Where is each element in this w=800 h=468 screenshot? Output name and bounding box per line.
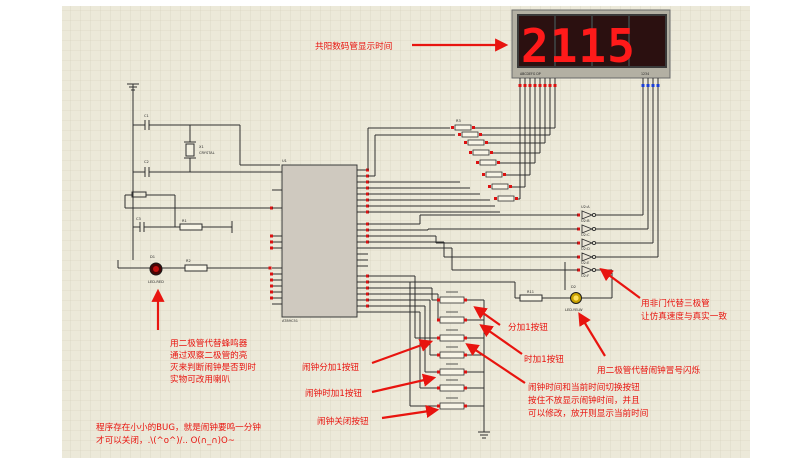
annotation-alarm-minute: 闹钟分加1按钮 — [302, 361, 359, 373]
u1-part: AT89C51 — [282, 319, 298, 323]
u2f-label: U2:F — [581, 274, 589, 278]
annotation-minute-add: 分加1按钮 — [508, 321, 548, 333]
d1-label: D1 — [150, 255, 155, 259]
display-digits: 2115 — [521, 19, 636, 73]
annotation-arrows — [151, 38, 641, 420]
u2d-label: U2:D — [581, 247, 590, 251]
x1-label: X1 — [199, 145, 204, 149]
annotations: 共阳数码管显示时间 用二极管代替蜂鸣器 通过观察二极管的亮 灭来判断闹钟是否到时… — [96, 40, 727, 446]
u2c-label: U2:C — [581, 233, 590, 237]
r3-label: R3 — [456, 119, 461, 123]
buzzer-led-circuit: D1 LED-RED R2 — [117, 255, 272, 284]
d2-label: D2 — [571, 285, 576, 289]
x1-value: CRYSTAL — [199, 151, 215, 155]
u2a-label: U2:A — [581, 205, 590, 209]
u2b-label: U2:B — [581, 219, 590, 223]
u1-label: U1 — [282, 159, 287, 163]
colon-led-circuit: R11 D2 LED-YELW — [368, 281, 598, 312]
r2-label: R2 — [186, 259, 191, 263]
annotation-buzzer-line4: 实物可改用喇叭 — [170, 373, 231, 385]
annotation-colon-led: 用二极管代替闹钟冒号闪烁 — [597, 364, 701, 376]
segment-wiring: R3 — [367, 88, 556, 213]
d1-type: LED-RED — [148, 280, 164, 284]
d2-type: LED-YELW — [565, 308, 583, 312]
annotation-buzzer-line3: 灭来判断闹钟是否到时 — [170, 361, 256, 373]
r11-label: R11 — [527, 290, 534, 294]
annotation-buzzer-line1: 用二极管代替蜂鸣器 — [170, 337, 248, 349]
annotation-buzzer-line2: 通过观察二极管的亮 — [170, 349, 248, 361]
annotation-hour-add: 时加1按钮 — [524, 353, 564, 365]
annotation-switch-line2: 按住不放显示闹钟时间，并且 — [528, 394, 640, 406]
not-gate-array: U2:A U2:B U2:C U2:D U2:E U2:F — [368, 90, 659, 299]
annotation-display: 共阳数码管显示时间 — [315, 40, 392, 52]
annotation-alarm-hour: 闹钟时加1按钮 — [305, 387, 362, 399]
annotation-switch-line3: 可以修改，放开则显示当前时间 — [528, 407, 648, 419]
display-segment-pins-label: ABCDEFG DP — [520, 72, 541, 76]
annotation-alarm-off: 闹钟关闭按钮 — [317, 415, 369, 427]
annotation-not-gate-line2: 让仿真速度与真实一致 — [641, 310, 727, 322]
r1-label: R1 — [182, 219, 187, 223]
oscillator-circuit: C1 C2 X1 CRYSTAL C3 R1 — [124, 83, 280, 260]
display-digit-pins-label: 1234 — [641, 72, 649, 76]
annotation-bug-line1: 程序存在小小的BUG，就是闹钟要鸣一分钟 — [96, 421, 261, 433]
c2-label: C2 — [144, 160, 149, 164]
seven-segment-display: 2115 ABCDEFG DP 1234 — [511, 9, 671, 116]
u2e-label: U2:E — [581, 261, 590, 265]
annotation-switch-line1: 闹钟时间和当前时间切换按钮 — [528, 381, 640, 393]
c1-label: C1 — [144, 114, 149, 118]
c3-label: C3 — [136, 217, 141, 221]
annotation-bug-line2: 才可以关闭，.\(^o^)/.. O(∩_∩)O~ — [96, 434, 235, 446]
annotation-not-gate-line1: 用非门代替三极管 — [641, 297, 710, 309]
mcu-at89c51: U1 AT89C51 — [270, 159, 369, 323]
